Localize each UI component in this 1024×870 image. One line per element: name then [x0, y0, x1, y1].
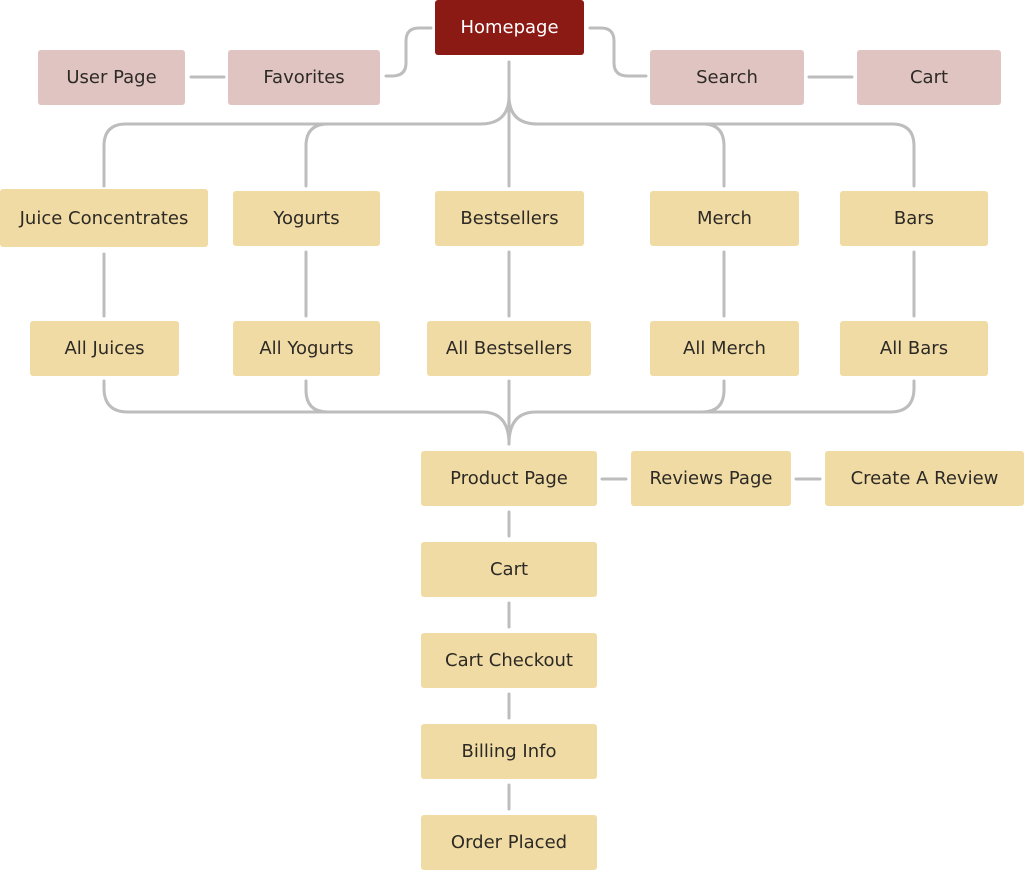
order-placed-node[interactable]: Order Placed	[421, 815, 597, 870]
all-merch-node[interactable]: All Merch	[650, 321, 799, 376]
connector-branch-yogurts	[304, 122, 330, 188]
billing-info-node[interactable]: Billing Info	[421, 724, 597, 779]
homepage-node[interactable]: Homepage	[435, 0, 584, 55]
category-yogurts[interactable]: Yogurts	[233, 191, 380, 246]
all-bestsellers-node[interactable]: All Bestsellers	[427, 321, 591, 376]
all-yogurts-node[interactable]: All Yogurts	[233, 321, 380, 376]
create-review-node[interactable]: Create A Review	[825, 451, 1024, 506]
top-cart-node[interactable]: Cart	[857, 50, 1001, 105]
reviews-page-node[interactable]: Reviews Page	[631, 451, 791, 506]
connector-homepage-search	[588, 26, 648, 78]
connector-merge-yogurts	[304, 379, 330, 414]
connector-merge-merch	[700, 379, 726, 414]
connector-merge-right	[507, 379, 916, 446]
search-node[interactable]: Search	[650, 50, 804, 105]
all-bars-node[interactable]: All Bars	[840, 321, 988, 376]
category-bars[interactable]: Bars	[840, 191, 988, 246]
cart-node[interactable]: Cart	[421, 542, 597, 597]
connector-homepage-favorites	[384, 26, 433, 78]
connector-branch-juice	[102, 94, 511, 188]
favorites-node[interactable]: Favorites	[228, 50, 380, 105]
connector-branch-merch	[701, 122, 726, 188]
category-merch[interactable]: Merch	[650, 191, 799, 246]
user-page-node[interactable]: User Page	[38, 50, 185, 105]
cart-checkout-node[interactable]: Cart Checkout	[421, 633, 597, 688]
category-bestsellers[interactable]: Bestsellers	[435, 191, 584, 246]
product-page-node[interactable]: Product Page	[421, 451, 597, 506]
all-juices-node[interactable]: All Juices	[30, 321, 179, 376]
category-juice-concentrates[interactable]: Juice Concentrates	[0, 189, 208, 247]
connector-merge-left	[102, 379, 511, 446]
connector-branch-bars	[507, 94, 916, 188]
